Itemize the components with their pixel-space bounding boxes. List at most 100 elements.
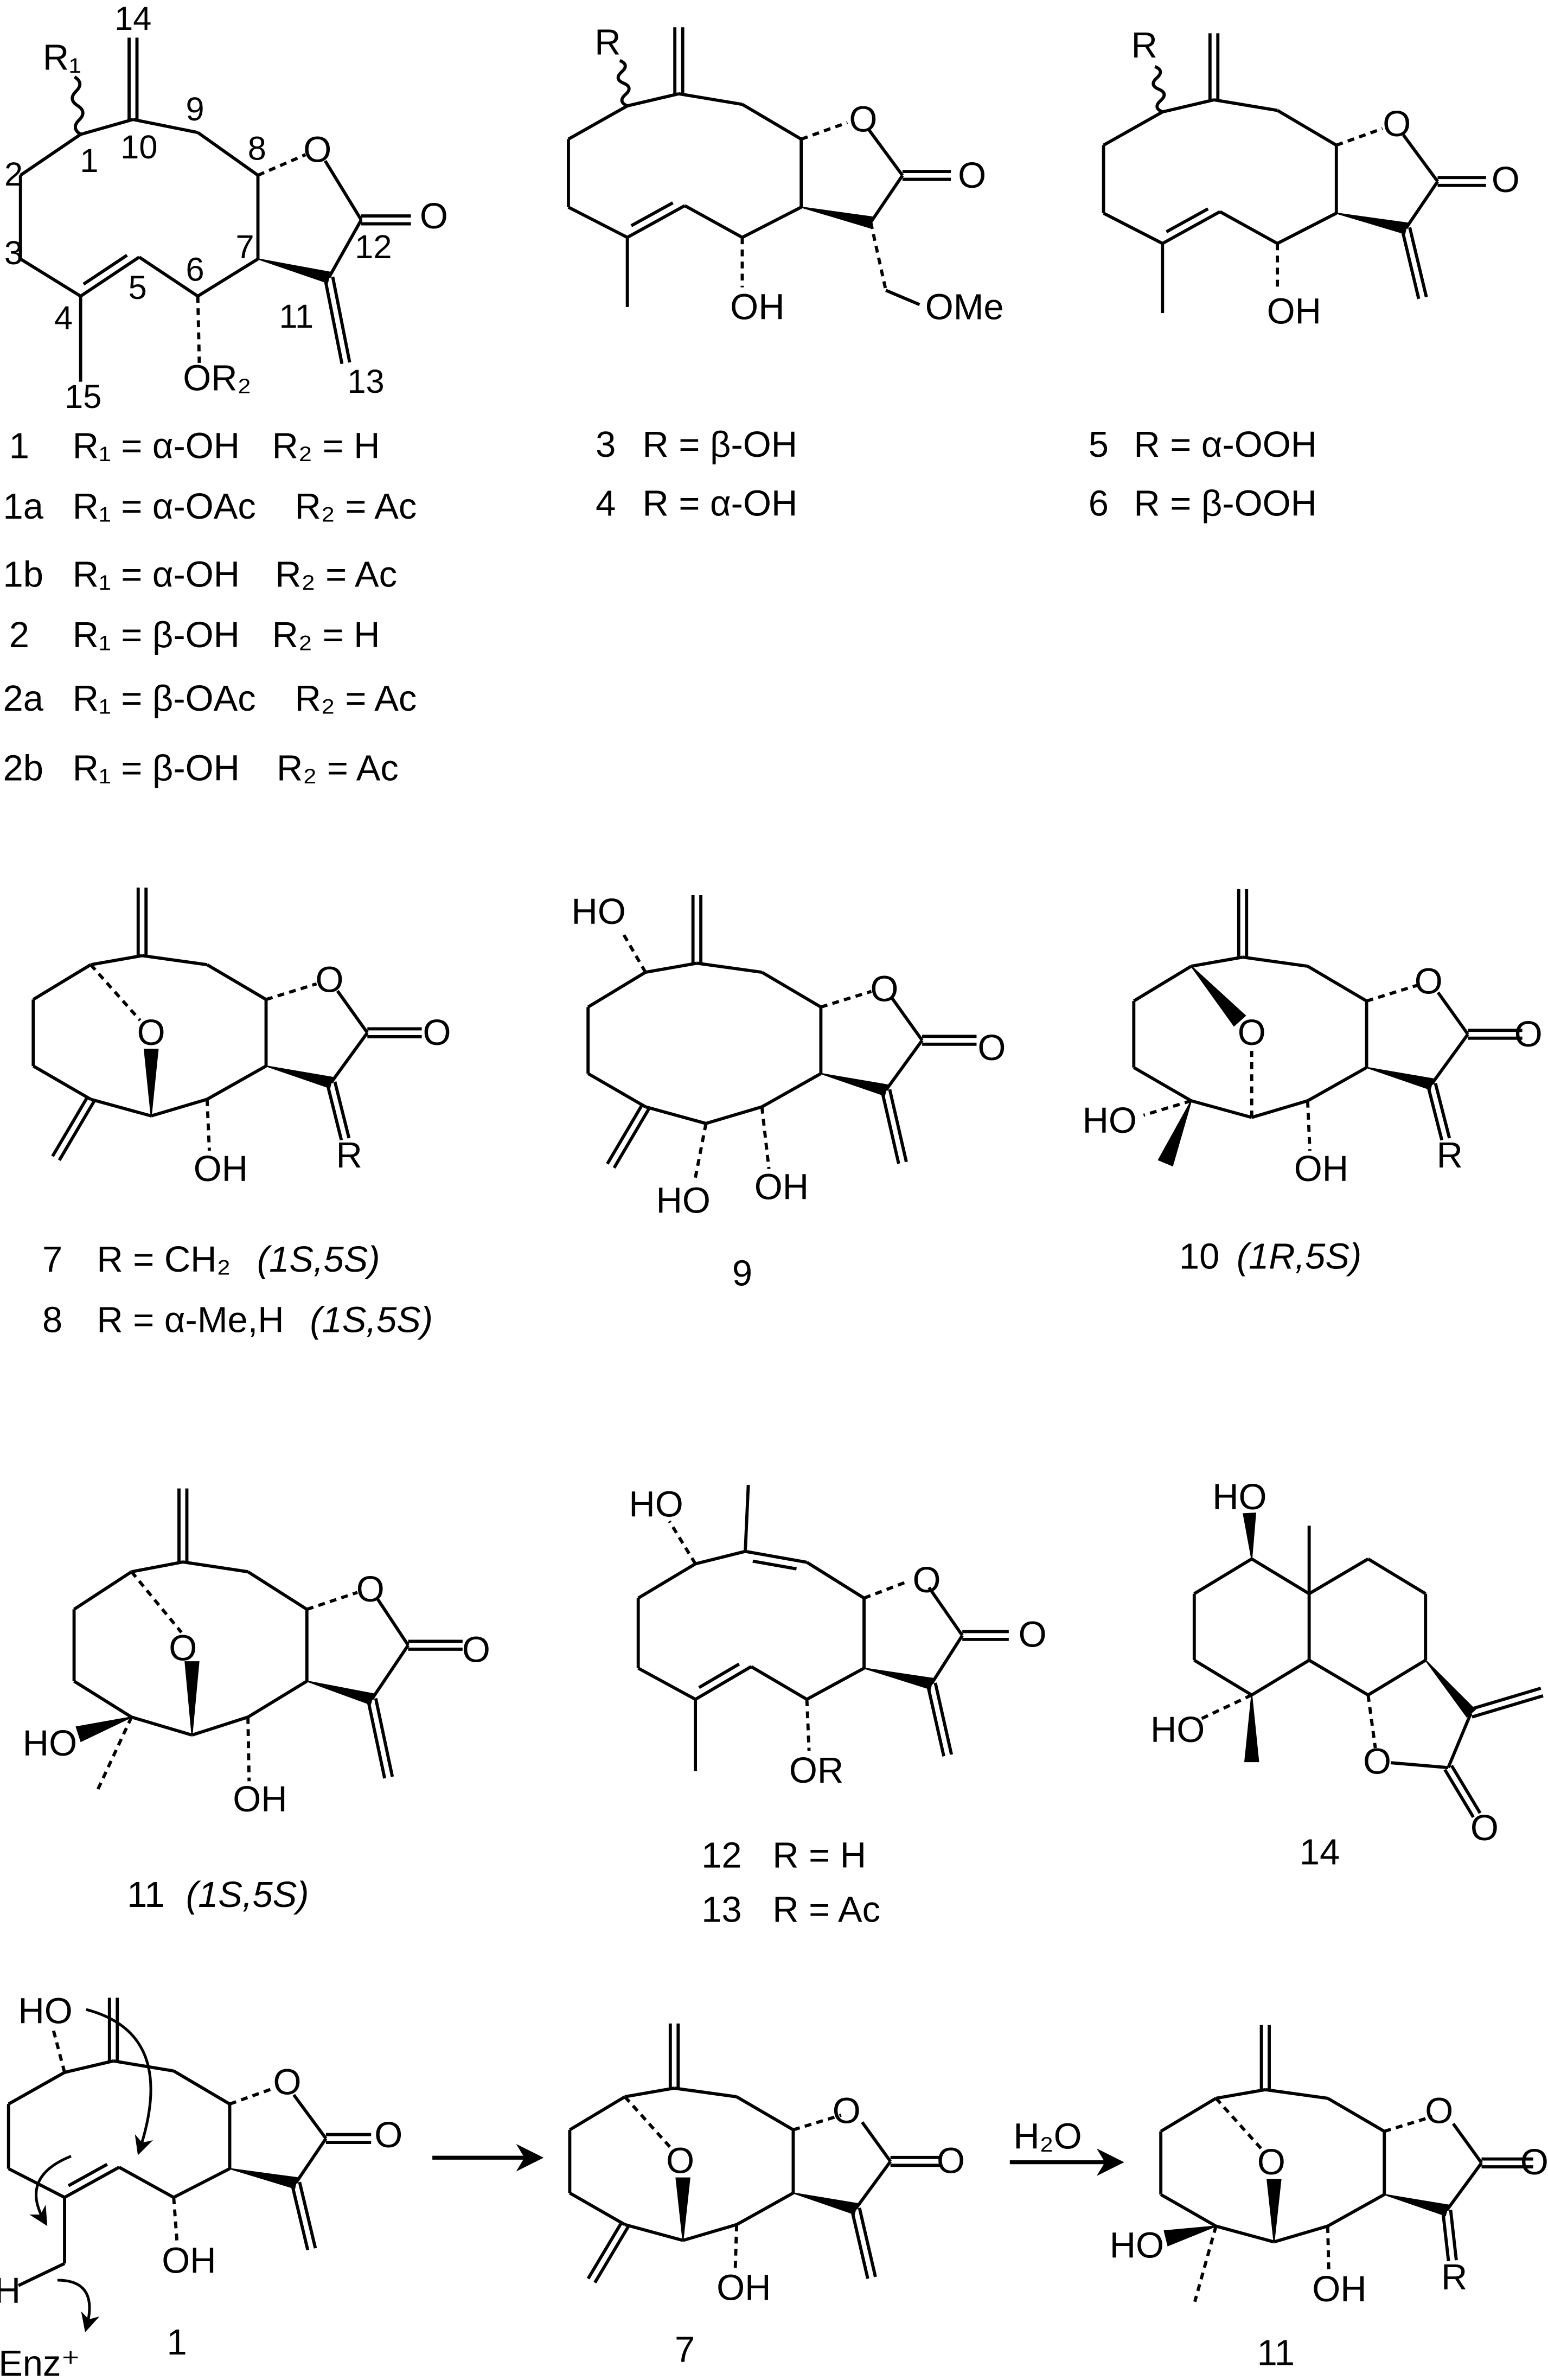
single-bond [1430, 1033, 1469, 1086]
single-bond [1251, 1099, 1308, 1119]
single-bond [1213, 98, 1278, 112]
atom-label-r: R [336, 1135, 362, 1176]
compound-id: 7 [42, 1239, 62, 1280]
structure-1: R₁ O O OR₂ 14 1 10 9 8 2 3 7 6 5 4 11 12… [3, 0, 448, 788]
hashed-bond [792, 2113, 842, 2132]
hashed-bond [1196, 1693, 1252, 1722]
atom-label-carbonyl-oxygen: O [423, 1012, 451, 1053]
single-bond [867, 127, 904, 177]
hashed-bond [1366, 1694, 1377, 1749]
single-bond [1191, 1099, 1252, 1119]
single-bond [696, 961, 763, 974]
compound-id: 14 [1300, 1832, 1340, 1873]
single-bond [624, 2223, 683, 2242]
wedge-bond [1425, 1660, 1476, 1718]
double-bond-line [323, 278, 344, 365]
compound-list-1-2: 1 R₁ = α-OH R₂ = H 1a R₁ = α-OAc R₂ = Ac… [3, 426, 417, 789]
hashed-bond [205, 1099, 211, 1151]
hashed-bond [623, 2095, 673, 2151]
double-bond-line [1449, 2210, 1458, 2261]
single-bond [568, 2191, 626, 2226]
compound-id: 4 [596, 483, 616, 524]
structure-12-13: HO O O OR 12 R = H 13 R = Ac [629, 1484, 1046, 1930]
single-bond [869, 174, 904, 224]
single-bond [1327, 2193, 1385, 2228]
atom-number: 13 [347, 362, 384, 400]
single-bond [735, 2191, 794, 2226]
compound-id: 2b [3, 748, 43, 788]
single-bond [73, 1570, 133, 1611]
atom-label-r: R [1131, 25, 1157, 66]
wedge-bond [1163, 2225, 1217, 2247]
single-bond [624, 2087, 675, 2098]
single-bond [63, 2166, 120, 2199]
single-bond [206, 1064, 267, 1101]
atom-number: 10 [120, 128, 157, 165]
single-bond [1367, 1558, 1427, 1596]
atom-label-hydroxyl-top: HO [572, 891, 626, 932]
single-bond [567, 104, 629, 141]
single-bond [294, 2137, 328, 2184]
single-bond [645, 1105, 707, 1125]
compound-definition: R = β-OH [643, 424, 798, 465]
hashed-bond [172, 2197, 179, 2243]
double-bond-line [57, 1100, 95, 1162]
biosynthetic-scheme: HO O O OH H Enz⁺ 1 O O O OH 7 H₂O O O O … [0, 1990, 1548, 2380]
wedge-bond [229, 2168, 298, 2190]
atom-label-bridge-oxygen: O [137, 1012, 165, 1053]
compound-r1: R₁ = α-OH [73, 554, 240, 595]
atom-label-ring-oxygen: O [1425, 2090, 1453, 2131]
atom-label-carbonyl-oxygen: O [1514, 1014, 1543, 1055]
atom-label-carbonyl-oxygen: O [1470, 1808, 1499, 1848]
hashed-bond [95, 1716, 133, 1793]
single-bond [645, 961, 698, 974]
compound-definition: R = CH₂ [97, 1239, 231, 1280]
compound-definition: R = α-Me,H [97, 1300, 284, 1341]
atom-label-carbonyl-oxygen: O [420, 196, 448, 237]
single-bond [79, 256, 140, 298]
atom-label-bridge-oxygen: O [666, 2140, 694, 2181]
double-bond-line [593, 2225, 630, 2284]
structure-5-6: R O O OH 5 R = α-OOH 6 R = β-OOH [1089, 25, 1520, 524]
compound-definition: R = β-OOH [1134, 483, 1317, 524]
compound-id: 9 [732, 1253, 752, 1293]
double-bond-line [51, 1096, 89, 1157]
single-bond [150, 1098, 208, 1118]
single-bond [118, 2166, 175, 2199]
single-bond [745, 1549, 808, 1564]
double-bond-line [1472, 1694, 1544, 1719]
single-bond [90, 954, 143, 967]
compound-id: 11 [1257, 2332, 1295, 2373]
hashed-bond [693, 1123, 708, 1183]
compound-id: 1 [167, 2322, 187, 2363]
single-bond [1160, 2097, 1217, 2133]
wedge-bond [1244, 1695, 1259, 1763]
atom-label-ring-oxygen: O [833, 2090, 861, 2131]
double-bond-line [850, 2209, 869, 2279]
single-bond [1445, 2162, 1483, 2211]
atom-label-hydroxyl-top: HO [1212, 1477, 1266, 1517]
hashed-bond [620, 929, 647, 973]
double-bond-inner-line [67, 2162, 108, 2187]
single-bond [1193, 1658, 1253, 1696]
single-bond [132, 118, 199, 135]
wedge-bond [1336, 212, 1408, 235]
single-bond [113, 2059, 174, 2073]
single-bond [64, 2059, 114, 2074]
compound-definition: R = Ac [772, 1890, 880, 1930]
atom-label-carbonyl-oxygen: O [462, 1629, 490, 1670]
wedge-bond [1366, 1067, 1434, 1090]
single-bond [172, 2167, 231, 2199]
single-bond [1251, 1658, 1310, 1696]
single-bond [735, 2095, 794, 2132]
hashed-bond [196, 296, 201, 363]
single-bond [750, 1665, 808, 1701]
hashed-bond [668, 1520, 697, 1565]
wedge-bond [801, 206, 873, 228]
double-bond-line [290, 2183, 310, 2251]
atom-number: 14 [114, 0, 151, 37]
single-bond [1447, 1712, 1473, 1769]
atom-number: 8 [248, 130, 266, 167]
hashed-bond [760, 1106, 771, 1170]
